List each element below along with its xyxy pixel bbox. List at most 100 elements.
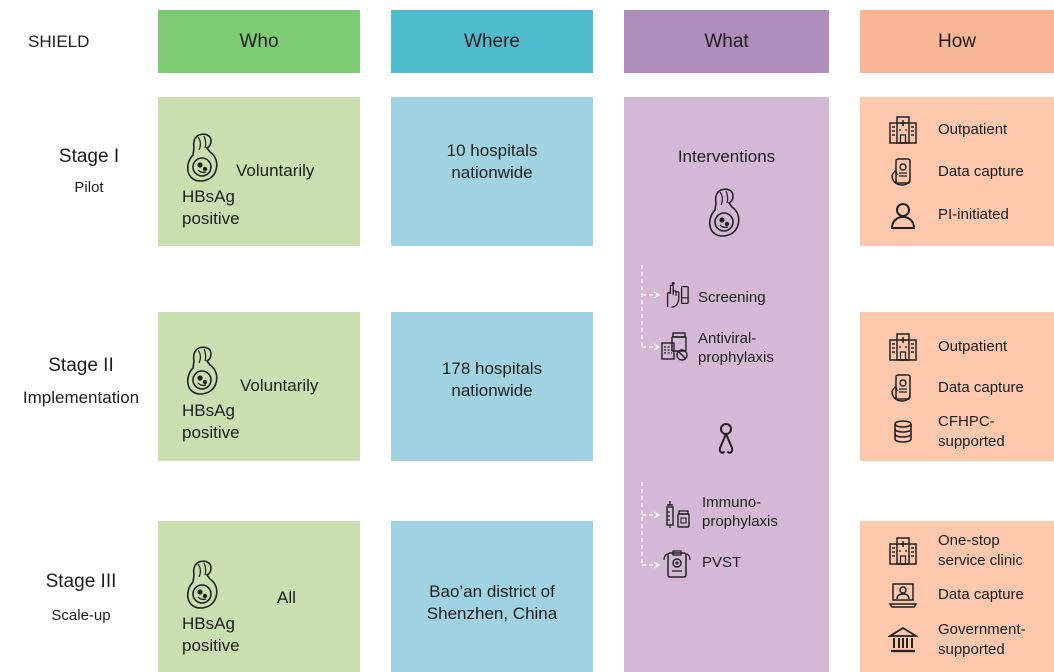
where-cell-stage-3: Bao’an district of Shenzhen, China <box>391 521 593 672</box>
what-item-line: Immuno- <box>702 494 762 511</box>
who-qualifier: Voluntarily <box>240 376 319 395</box>
who-group-line: positive <box>182 636 240 655</box>
who-qualifier: All <box>277 588 296 607</box>
pregnant-woman-icon <box>184 345 224 397</box>
who-group-line: positive <box>182 423 240 442</box>
what-cell: Interventions Screening Antiviral- proph… <box>624 97 829 672</box>
how-item-label: Data capture <box>938 162 1024 182</box>
stage-title: Stage I <box>58 146 120 167</box>
how-line: service clinic <box>938 552 1024 569</box>
where-line: nationwide <box>451 162 533 182</box>
where-text: 10 hospitals nationwide <box>447 140 538 184</box>
stage-label-1: Stage I Pilot <box>0 146 178 196</box>
shield-label: SHIELD <box>28 31 90 51</box>
who-cell-stage-3: All HBsAg positive <box>158 521 360 672</box>
who-group: HBsAg positive <box>182 186 240 230</box>
how-line: Data capture <box>938 379 1024 396</box>
what-item-pvst: PVST <box>702 553 741 572</box>
how-item-label: PI-initiated <box>938 205 1009 225</box>
how-cell-stage-3: One-stop service clinic Data capture Gov… <box>860 521 1054 672</box>
how-item-label: CFHPC- supported <box>938 412 1005 452</box>
header-where: Where <box>391 10 593 73</box>
laptop-doctor-icon <box>888 580 918 610</box>
what-item-screening: Screening <box>698 288 766 307</box>
what-item-immunoprophylaxis: Immuno- prophylaxis <box>702 493 778 531</box>
how-line: supported <box>938 433 1005 450</box>
who-group-line: HBsAg <box>182 187 235 206</box>
government-building-icon <box>888 625 918 655</box>
how-item-label: Government- supported <box>938 620 1026 660</box>
how-item: Outpatient <box>860 327 1054 367</box>
person-icon <box>888 200 918 230</box>
how-line: One-stop <box>938 532 1000 549</box>
pregnant-woman-icon <box>184 559 224 611</box>
how-line: Government- <box>938 621 1026 638</box>
connector-lines <box>641 265 661 569</box>
how-item: Data capture <box>860 152 1054 192</box>
who-cell-stage-2: Voluntarily HBsAg positive <box>158 312 360 461</box>
where-text: 178 hospitals nationwide <box>442 358 542 402</box>
stage-subtitle: Pilot <box>74 179 104 196</box>
mobile-data-icon <box>888 157 918 187</box>
hospital-icon <box>888 115 918 145</box>
where-cell-stage-2: 178 hospitals nationwide <box>391 312 593 461</box>
finger-prick-test-icon <box>662 281 690 309</box>
where-line: 178 hospitals <box>441 358 543 378</box>
what-item-line: PVST <box>702 554 742 571</box>
who-group: HBsAg positive <box>182 400 240 444</box>
header-what: What <box>624 10 829 73</box>
what-item-line: prophylaxis <box>702 513 778 530</box>
header-how: How <box>860 10 1054 73</box>
how-line: Outpatient <box>938 121 1008 138</box>
header-who: Who <box>158 10 360 73</box>
who-group-line: positive <box>182 209 240 228</box>
pregnant-woman-icon <box>184 132 224 184</box>
what-item-line: Screening <box>698 289 766 306</box>
where-cell-stage-1: 10 hospitals nationwide <box>391 97 593 246</box>
mobile-data-icon <box>888 373 918 403</box>
what-item-line: Antiviral- <box>698 330 757 347</box>
stage-title: Stage III <box>45 571 117 592</box>
how-item: Outpatient <box>860 110 1054 150</box>
stage-label-3: Stage III Scale-up <box>0 571 162 624</box>
test-kit-icon <box>662 550 692 580</box>
who-group-line: HBsAg <box>182 614 235 633</box>
how-item: PI-initiated <box>860 195 1054 235</box>
how-item-label: Data capture <box>938 585 1024 605</box>
where-line: nationwide <box>451 380 533 400</box>
medication-icon <box>660 331 690 361</box>
how-line: Outpatient <box>938 338 1008 355</box>
vaccine-icon <box>662 499 692 529</box>
who-group: HBsAg positive <box>182 613 240 657</box>
how-item: CFHPC- supported <box>860 412 1054 452</box>
where-line: 10 hospitals <box>446 140 538 160</box>
how-item: Data capture <box>860 368 1054 408</box>
how-line: CFHPC- <box>938 413 995 430</box>
hospital-icon <box>888 332 918 362</box>
who-qualifier: Voluntarily <box>236 161 315 180</box>
infant-icon <box>716 422 736 456</box>
what-item-line: prophylaxis <box>698 349 774 366</box>
who-cell-stage-1: Voluntarily HBsAg positive <box>158 97 360 246</box>
how-cell-stage-2: Outpatient Data capture CFHPC- supported <box>860 312 1054 461</box>
stage-subtitle: Scale-up <box>51 607 111 624</box>
stage-subtitle: Implementation <box>22 388 140 407</box>
how-line: supported <box>938 641 1005 658</box>
where-text: Bao’an district of Shenzhen, China <box>427 581 557 625</box>
how-item: Government- supported <box>860 620 1054 660</box>
how-item: Data capture <box>860 575 1054 615</box>
where-line: Shenzhen, China <box>426 603 558 623</box>
who-group-line: HBsAg <box>182 401 235 420</box>
interventions-title: Interventions <box>677 147 776 166</box>
stage-label-2: Stage II Implementation <box>0 355 162 408</box>
how-item-label: Outpatient <box>938 337 1007 357</box>
what-item-antiviral: Antiviral- prophylaxis <box>698 329 774 367</box>
how-item-label: One-stop service clinic <box>938 531 1023 571</box>
how-line: Data capture <box>938 163 1024 180</box>
coins-icon <box>888 417 918 447</box>
how-line: Data capture <box>938 586 1024 603</box>
how-item-label: Outpatient <box>938 120 1007 140</box>
how-item-label: Data capture <box>938 378 1024 398</box>
hospital-icon <box>888 536 918 566</box>
where-line: Bao’an district of <box>429 581 555 601</box>
